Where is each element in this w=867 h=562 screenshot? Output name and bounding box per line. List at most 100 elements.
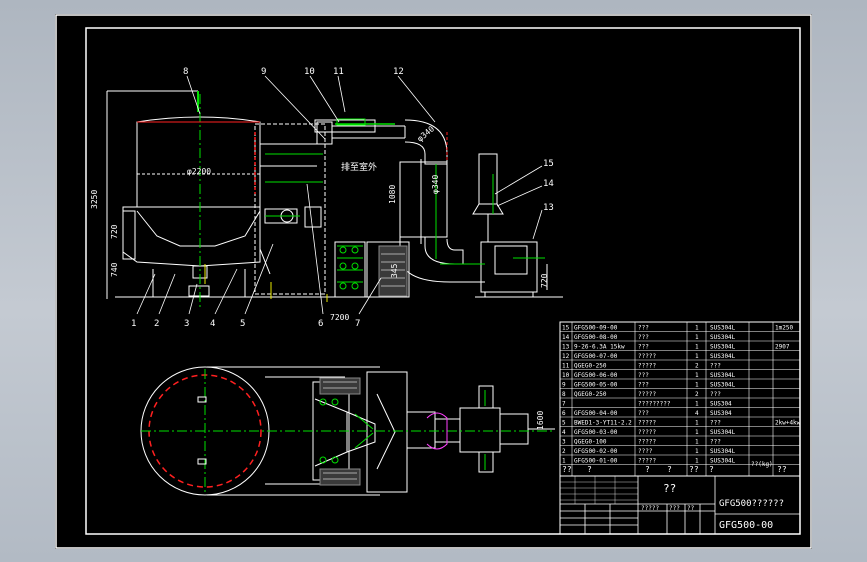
part-label-7: 7 xyxy=(355,319,360,329)
part-label-4: 4 xyxy=(210,319,215,329)
parts-row-list-no: 4 xyxy=(562,429,566,436)
parts-row-list-note: 2kw+4kw xyxy=(775,420,801,427)
drawing-canvas: 8 9 10 11 12 15 14 13 1 2 3 4 5 6 7 φ220… xyxy=(55,14,812,549)
hdr-no: ?? xyxy=(562,465,572,474)
outer-border xyxy=(55,14,812,549)
part-label-14: 14 xyxy=(543,179,554,189)
parts-row-list-name: ??? xyxy=(638,372,649,379)
parts-row-list-name: ??? xyxy=(638,334,649,341)
hdr-qty: ? xyxy=(667,465,672,474)
parts-row-list-no: 9 xyxy=(562,382,566,389)
parts-row-list-no: 7 xyxy=(562,401,566,408)
exhaust-note: 排至室外 xyxy=(341,161,377,173)
parts-row-list-mat: SUS304L xyxy=(710,382,736,389)
part-label-3: 3 xyxy=(184,319,189,329)
parts-row-list-no: 12 xyxy=(562,353,570,360)
dim-floor-len: 7200 xyxy=(330,313,349,322)
part-label-10: 10 xyxy=(304,67,315,77)
parts-row-list-code: GFG500-08-00 xyxy=(574,334,618,341)
title-small-2: ?? xyxy=(687,505,695,512)
parts-row-list-name: ????? xyxy=(638,353,656,360)
parts-row-list-mat: SUS304L xyxy=(710,344,736,351)
title-block xyxy=(559,475,801,535)
part-label-6: 6 xyxy=(318,319,323,329)
parts-row-list-no: 2 xyxy=(562,448,566,455)
parts-row-list-qty: 2 xyxy=(695,391,699,398)
hdr-mat: ?? xyxy=(689,465,699,474)
parts-row-list-code: GFG500-06-00 xyxy=(574,372,618,379)
parts-row-list-mat: ??? xyxy=(710,420,721,427)
parts-row-list-qty: 2 xyxy=(695,363,699,370)
parts-row-list-mat: SUS304L xyxy=(710,353,736,360)
parts-row-list-code: GFG500-03-00 xyxy=(574,429,618,436)
parts-row-list-no: 14 xyxy=(562,334,570,341)
title-small-1: ??? xyxy=(669,505,680,512)
parts-row-list-name: ????? xyxy=(638,439,656,446)
parts-row-list-qty: 1 xyxy=(695,325,699,332)
hdr-weight: ??(kg) xyxy=(751,461,773,468)
title-block-text: ?? GFG500?????? GFG500-00 ????? ??? ?? xyxy=(641,482,784,531)
parts-row-list-name: ????? xyxy=(638,420,656,427)
parts-row-list-qty: 1 xyxy=(695,344,699,351)
title-name: GFG500?????? xyxy=(719,499,784,509)
parts-row-list-code: 9-26-6.3A 15kw xyxy=(574,344,625,351)
parts-row-list-mat: ??? xyxy=(710,391,721,398)
parts-row-list-code: BWED1-3-YT11-2.2 xyxy=(574,420,632,427)
parts-row-list-mat: SUS304 xyxy=(710,410,732,417)
parts-row-list-note: 2907 xyxy=(775,344,790,351)
parts-row-list-mat: ??? xyxy=(710,439,721,446)
parts-row-list-name: ??? xyxy=(638,344,649,351)
parts-row-list-mat: SUS304 xyxy=(710,401,732,408)
parts-row-list-name: ??? xyxy=(638,410,649,417)
dim-height-low: 740 xyxy=(110,262,119,277)
parts-row-list-code: GFG500-07-00 xyxy=(574,353,618,360)
dim-pipe-dia2: φ340 xyxy=(431,175,440,194)
dim-duct-right: 345 xyxy=(390,263,399,278)
parts-row-list-name: ????????? xyxy=(638,401,671,408)
parts-row-list-qty: 1 xyxy=(695,334,699,341)
drawing-sheet: 8 9 10 11 12 15 14 13 1 2 3 4 5 6 7 φ220… xyxy=(55,14,812,549)
elevation-leaders xyxy=(136,75,543,315)
title-big: ?? xyxy=(663,482,676,495)
parts-row-list-mat: SUS304L xyxy=(710,429,736,436)
vessel-upper xyxy=(136,116,261,208)
parts-row-list-qty: 1 xyxy=(695,439,699,446)
parts-row-list-name: ????? xyxy=(638,429,656,436)
parts-row-list-no: 5 xyxy=(562,420,566,427)
dim-height-mid: 720 xyxy=(110,224,119,239)
parts-row-list-code: GFG500-04-00 xyxy=(574,410,618,417)
part-label-2: 2 xyxy=(154,319,159,329)
parts-row-list-no: 6 xyxy=(562,410,566,417)
elevation-color-details xyxy=(137,91,545,309)
dim-height-total: 3250 xyxy=(90,190,99,209)
parts-row-list-code: GFG500-02-00 xyxy=(574,448,618,455)
parts-row-list-qty: 1 xyxy=(695,458,699,465)
parts-row-list-qty: 1 xyxy=(695,353,699,360)
part-number-labels: 8 9 10 11 12 15 14 13 1 2 3 4 5 6 7 xyxy=(131,67,554,329)
dim-duct-len: 1080 xyxy=(388,185,397,204)
parts-row-list-code: GFG500-05-00 xyxy=(574,382,618,389)
parts-row-list-code: GFG500-01-00 xyxy=(574,458,618,465)
parts-row-list-mat: SUS304L xyxy=(710,334,736,341)
part-label-1: 1 xyxy=(131,319,136,329)
parts-row-list-mat: SUS304L xyxy=(710,325,736,332)
part-label-13: 13 xyxy=(543,203,554,213)
parts-row-list-mat: ??? xyxy=(710,363,721,370)
part-label-5: 5 xyxy=(240,319,245,329)
parts-row-list-note: 1m250 xyxy=(775,325,793,332)
part-label-12: 12 xyxy=(393,67,404,77)
parts-row-list-code: QGEG0-250 xyxy=(574,391,607,398)
hdr-code: ? xyxy=(587,465,592,474)
dim-plan-w: 1600 xyxy=(536,411,545,430)
parts-row-list-qty: 1 xyxy=(695,401,699,408)
parts-row-list-mat: SUS304L xyxy=(710,458,736,465)
parts-row-list-name: ????? xyxy=(638,458,656,465)
parts-row-list-no: 1 xyxy=(562,458,566,465)
parts-row-list-name: ???? xyxy=(638,448,653,455)
part-label-15: 15 xyxy=(543,159,554,169)
parts-row-list-code: QGEG0-250 xyxy=(574,363,607,370)
part-label-11: 11 xyxy=(333,67,344,77)
dim-vessel-dia: φ2200 xyxy=(187,167,211,176)
